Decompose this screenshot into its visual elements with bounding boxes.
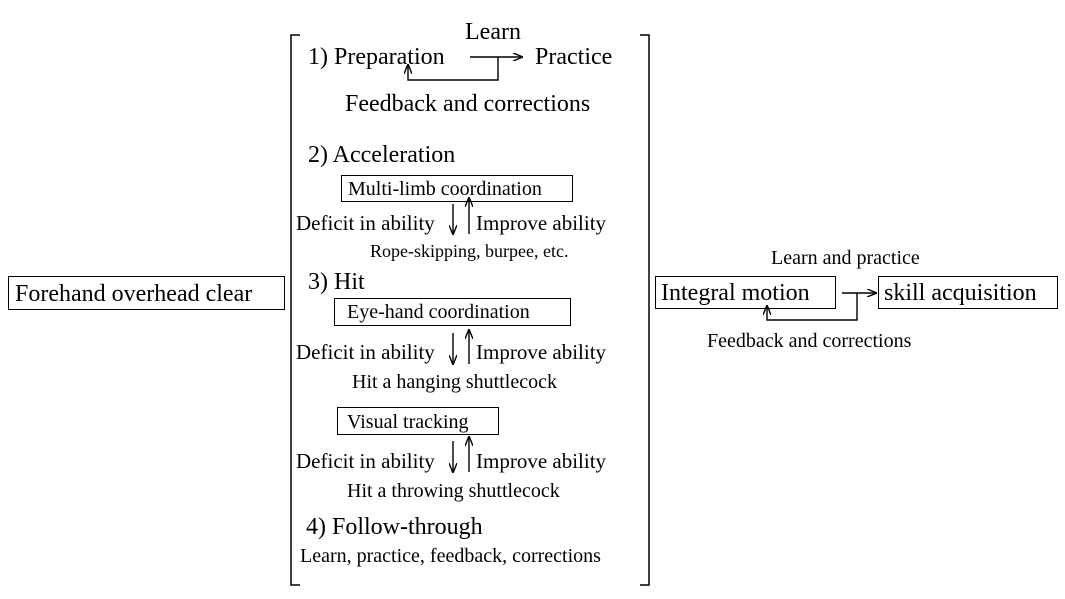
- feedback-corrections-label-right: Feedback and corrections: [707, 330, 912, 352]
- feedback-loop-right: [767, 293, 858, 321]
- integral-motion-box: Integral motion: [655, 276, 836, 309]
- hit-title: 3) Hit: [308, 269, 365, 295]
- eye-hand-coordination-label: Eye-hand coordination: [347, 301, 530, 323]
- follow-through-sub: Learn, practice, feedback, corrections: [300, 545, 601, 567]
- improve-label-3a: Improve ability: [476, 340, 607, 364]
- visual-tracking-label: Visual tracking: [347, 411, 469, 433]
- feedback-corrections-label-1: Feedback and corrections: [345, 91, 591, 117]
- forehand-overhead-clear-box: Forehand overhead clear: [8, 276, 285, 310]
- left-bracket: [290, 34, 300, 586]
- training-label-3b: Hit a throwing shuttlecock: [347, 480, 560, 502]
- learn-and-practice-label: Learn and practice: [771, 247, 920, 269]
- acceleration-title: 2) Acceleration: [308, 142, 456, 168]
- improve-label-3b: Improve ability: [476, 449, 607, 473]
- improve-label-2: Improve ability: [476, 211, 607, 235]
- skill-acquisition-box: skill acquisition: [878, 276, 1058, 309]
- training-label-3a: Hit a hanging shuttlecock: [352, 371, 557, 393]
- practice-label: Practice: [535, 44, 613, 70]
- feedback-loop-1: [408, 57, 499, 81]
- deficit-label-3b: Deficit in ability: [296, 449, 435, 473]
- multi-limb-coordination-label: Multi-limb coordination: [348, 178, 542, 200]
- learn-label: Learn: [465, 19, 521, 45]
- deficit-label-3a: Deficit in ability: [296, 340, 435, 364]
- deficit-label-2: Deficit in ability: [296, 211, 435, 235]
- eye-hand-coordination-box: Eye-hand coordination: [334, 298, 571, 326]
- preparation-label: 1) Preparation: [308, 44, 445, 70]
- right-bracket: [640, 34, 650, 586]
- visual-tracking-box: Visual tracking: [337, 407, 499, 435]
- multi-limb-coordination-box: Multi-limb coordination: [341, 175, 573, 202]
- skill-acquisition-label: skill acquisition: [884, 280, 1037, 306]
- training-label-2: Rope-skipping, burpee, etc.: [370, 241, 569, 261]
- follow-through-title: 4) Follow-through: [306, 514, 483, 540]
- forehand-overhead-clear-label: Forehand overhead clear: [15, 281, 253, 307]
- integral-motion-label: Integral motion: [661, 280, 810, 306]
